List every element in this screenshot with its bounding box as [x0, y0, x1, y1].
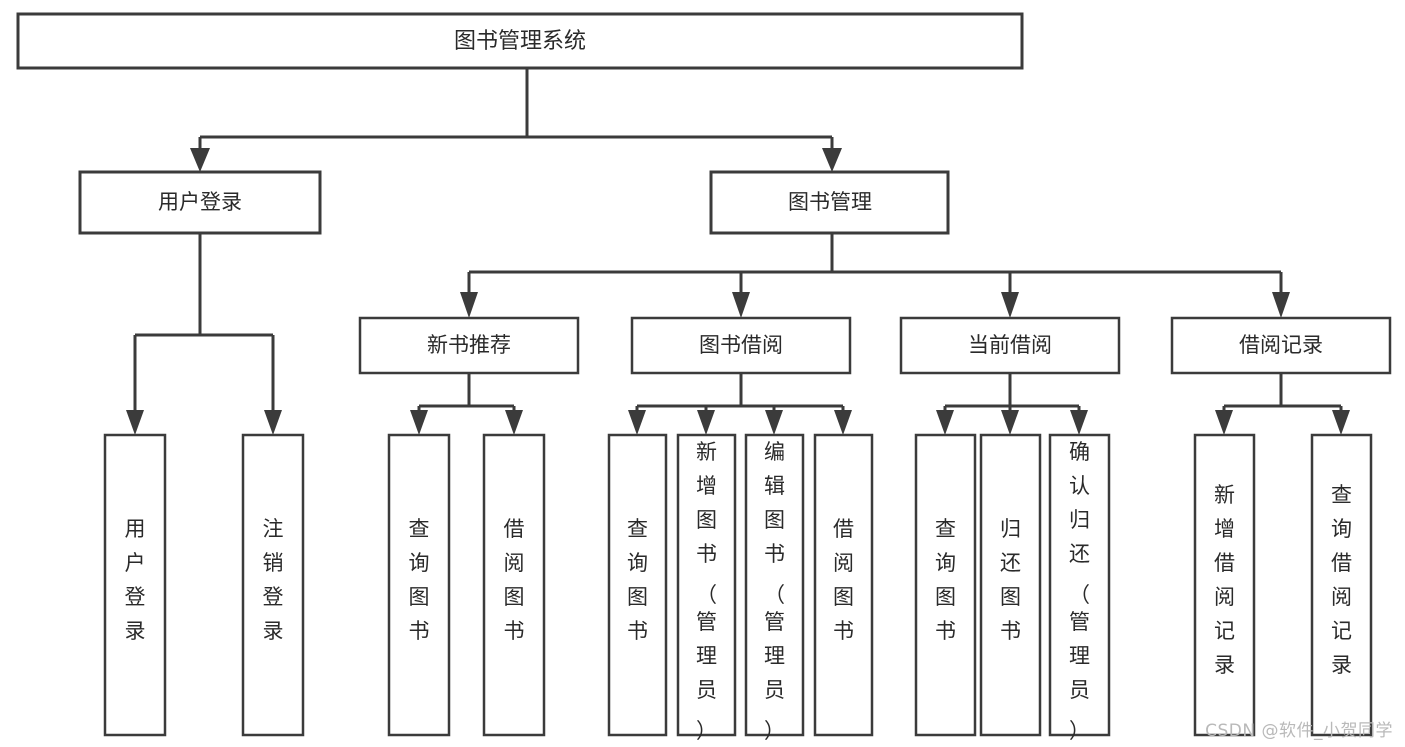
- leaf-box[interactable]: [241, 433, 305, 737]
- node-root[interactable]: 图书管理系统: [16, 12, 1024, 70]
- leaf-box[interactable]: [482, 433, 546, 737]
- arrow-head-leaf-query-record: [1332, 410, 1350, 435]
- leaf-label: 查询借阅记录: [1331, 483, 1352, 677]
- arrow-head-leaf-return-book: [1001, 410, 1019, 435]
- leaf-label: 查询图书: [409, 517, 430, 643]
- leaf-label: 新增借阅记录: [1214, 483, 1235, 677]
- root-box[interactable]: [16, 12, 1024, 70]
- leaf-node[interactable]: 注销登录: [241, 433, 305, 737]
- arrow-head-leaf-borrow-book-1: [505, 410, 523, 435]
- leaf-node[interactable]: 归还图书: [979, 433, 1042, 737]
- arrow-head-leaf-confirm-return: [1070, 410, 1088, 435]
- user-login-label: 用户登录: [158, 190, 242, 214]
- leaf-box[interactable]: [607, 433, 668, 737]
- arrow-head-record: [1272, 292, 1290, 318]
- arrow-head-leaf-add-book: [697, 410, 715, 435]
- new-book-recommend-box[interactable]: [358, 316, 580, 375]
- node-book-borrow[interactable]: 图书借阅: [630, 316, 852, 375]
- leaf-box[interactable]: [103, 433, 167, 737]
- current-borrow-box[interactable]: [899, 316, 1121, 375]
- node-user-login[interactable]: 用户登录: [78, 170, 322, 235]
- connector-layer: [126, 68, 1350, 435]
- leaf-box[interactable]: [1310, 433, 1373, 737]
- borrow-record-box[interactable]: [1170, 316, 1392, 375]
- book-borrow-label: 图书借阅: [699, 333, 783, 357]
- arrow-head-leaf-edit-book: [765, 410, 783, 435]
- current-borrow-label: 当前借阅: [968, 333, 1052, 357]
- leaf-label: 查询图书: [627, 517, 648, 643]
- user-login-box[interactable]: [78, 170, 322, 235]
- leaf-label: 用户登录: [125, 517, 146, 643]
- leaf-node[interactable]: 用户登录: [103, 433, 167, 737]
- leaf-box[interactable]: [744, 433, 805, 737]
- arrow-head-new-book: [460, 292, 478, 318]
- leaf-node[interactable]: 确认归还（管理员）: [1048, 433, 1111, 743]
- arrow-head-book-mgmt: [822, 148, 842, 172]
- leaf-node[interactable]: 查询图书: [914, 433, 977, 737]
- arrow-head-leaf-query-book-3: [936, 410, 954, 435]
- leaf-node[interactable]: 查询借阅记录: [1310, 433, 1373, 737]
- leaf-node-layer: 用户登录 注销登录 查询图书 借阅图书 查询图书 新增图书（管理员） 编辑图书（管理员） 借阅…: [103, 433, 1373, 743]
- leaf-box[interactable]: [387, 433, 451, 737]
- arrow-head-leaf-logout: [264, 410, 282, 435]
- leaf-box[interactable]: [1193, 433, 1256, 737]
- book-management-label: 图书管理: [788, 190, 872, 214]
- leaf-label: 确认归还（管理员）: [1069, 440, 1090, 743]
- new-book-recommend-label: 新书推荐: [427, 333, 511, 357]
- root-label: 图书管理系统: [454, 29, 586, 54]
- leaf-node[interactable]: 新增借阅记录: [1193, 433, 1256, 737]
- arrow-head-user-login: [190, 148, 210, 172]
- leaf-label: 借阅图书: [504, 517, 525, 643]
- watermark: CSDN @软件_小贺同学: [1205, 721, 1393, 741]
- leaf-node[interactable]: 查询图书: [607, 433, 668, 737]
- leaf-node[interactable]: 新增图书（管理员）: [676, 433, 737, 743]
- node-current-borrow[interactable]: 当前借阅: [899, 316, 1121, 375]
- leaf-label: 借阅图书: [833, 517, 854, 643]
- arrow-head-leaf-user-login: [126, 410, 144, 435]
- leaf-box[interactable]: [813, 433, 874, 737]
- node-book-management[interactable]: 图书管理: [709, 170, 950, 235]
- arrow-head-leaf-add-record: [1215, 410, 1233, 435]
- book-borrow-box[interactable]: [630, 316, 852, 375]
- arrow-head-current: [1001, 292, 1019, 318]
- leaf-box[interactable]: [676, 433, 737, 737]
- arrow-head-leaf-query-book-1: [410, 410, 428, 435]
- leaf-label: 查询图书: [935, 517, 956, 643]
- arrow-head-leaf-query-book-2: [628, 410, 646, 435]
- arrow-head-leaf-borrow-book-2: [834, 410, 852, 435]
- leaf-label: 新增图书（管理员）: [696, 440, 717, 743]
- leaf-label: 编辑图书（管理员）: [764, 440, 785, 743]
- book-management-box[interactable]: [709, 170, 950, 235]
- leaf-node[interactable]: 借阅图书: [813, 433, 874, 737]
- leaf-box[interactable]: [1048, 433, 1111, 737]
- leaf-node[interactable]: 查询图书: [387, 433, 451, 737]
- leaf-label: 注销登录: [263, 517, 284, 643]
- leaf-box[interactable]: [979, 433, 1042, 737]
- node-new-book-recommend[interactable]: 新书推荐: [358, 316, 580, 375]
- leaf-node[interactable]: 编辑图书（管理员）: [744, 433, 805, 743]
- leaf-box[interactable]: [914, 433, 977, 737]
- leaf-label: 归还图书: [1000, 517, 1021, 643]
- node-borrow-record[interactable]: 借阅记录: [1170, 316, 1392, 375]
- borrow-record-label: 借阅记录: [1239, 333, 1323, 357]
- leaf-node[interactable]: 借阅图书: [482, 433, 546, 737]
- arrow-head-borrow: [732, 292, 750, 318]
